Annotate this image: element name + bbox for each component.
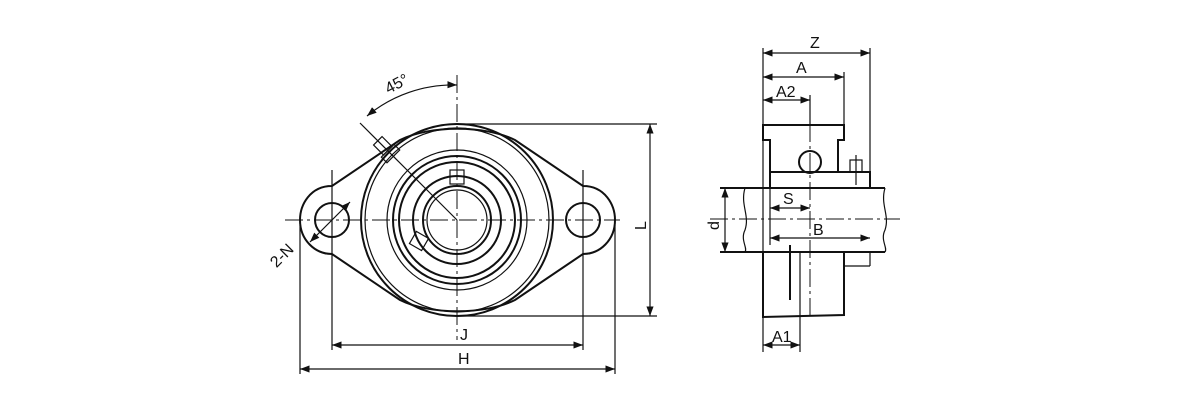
center-to-face-label: A2 <box>776 84 796 101</box>
height-label: L <box>633 221 650 230</box>
overall-length-label: H <box>458 351 470 368</box>
housing-width-label: A <box>796 60 807 77</box>
inner-ring-width-label: B <box>813 222 824 239</box>
inner-ring-offset-label: S <box>783 191 794 208</box>
angle-label: 45° <box>382 71 411 97</box>
angle-arc <box>366 81 458 117</box>
flange-thickness-label: A1 <box>772 329 792 346</box>
holes-label: 2-N <box>267 241 297 271</box>
overall-width-label: Z <box>810 35 820 52</box>
bolt-spacing-label: J <box>460 327 468 344</box>
ball <box>798 150 822 174</box>
inner-ring <box>769 171 871 189</box>
front-view: 45° 2-N L J H <box>267 71 657 374</box>
side-view: Z A A2 d S B A1 <box>706 35 900 352</box>
bore-label: d <box>706 221 723 230</box>
